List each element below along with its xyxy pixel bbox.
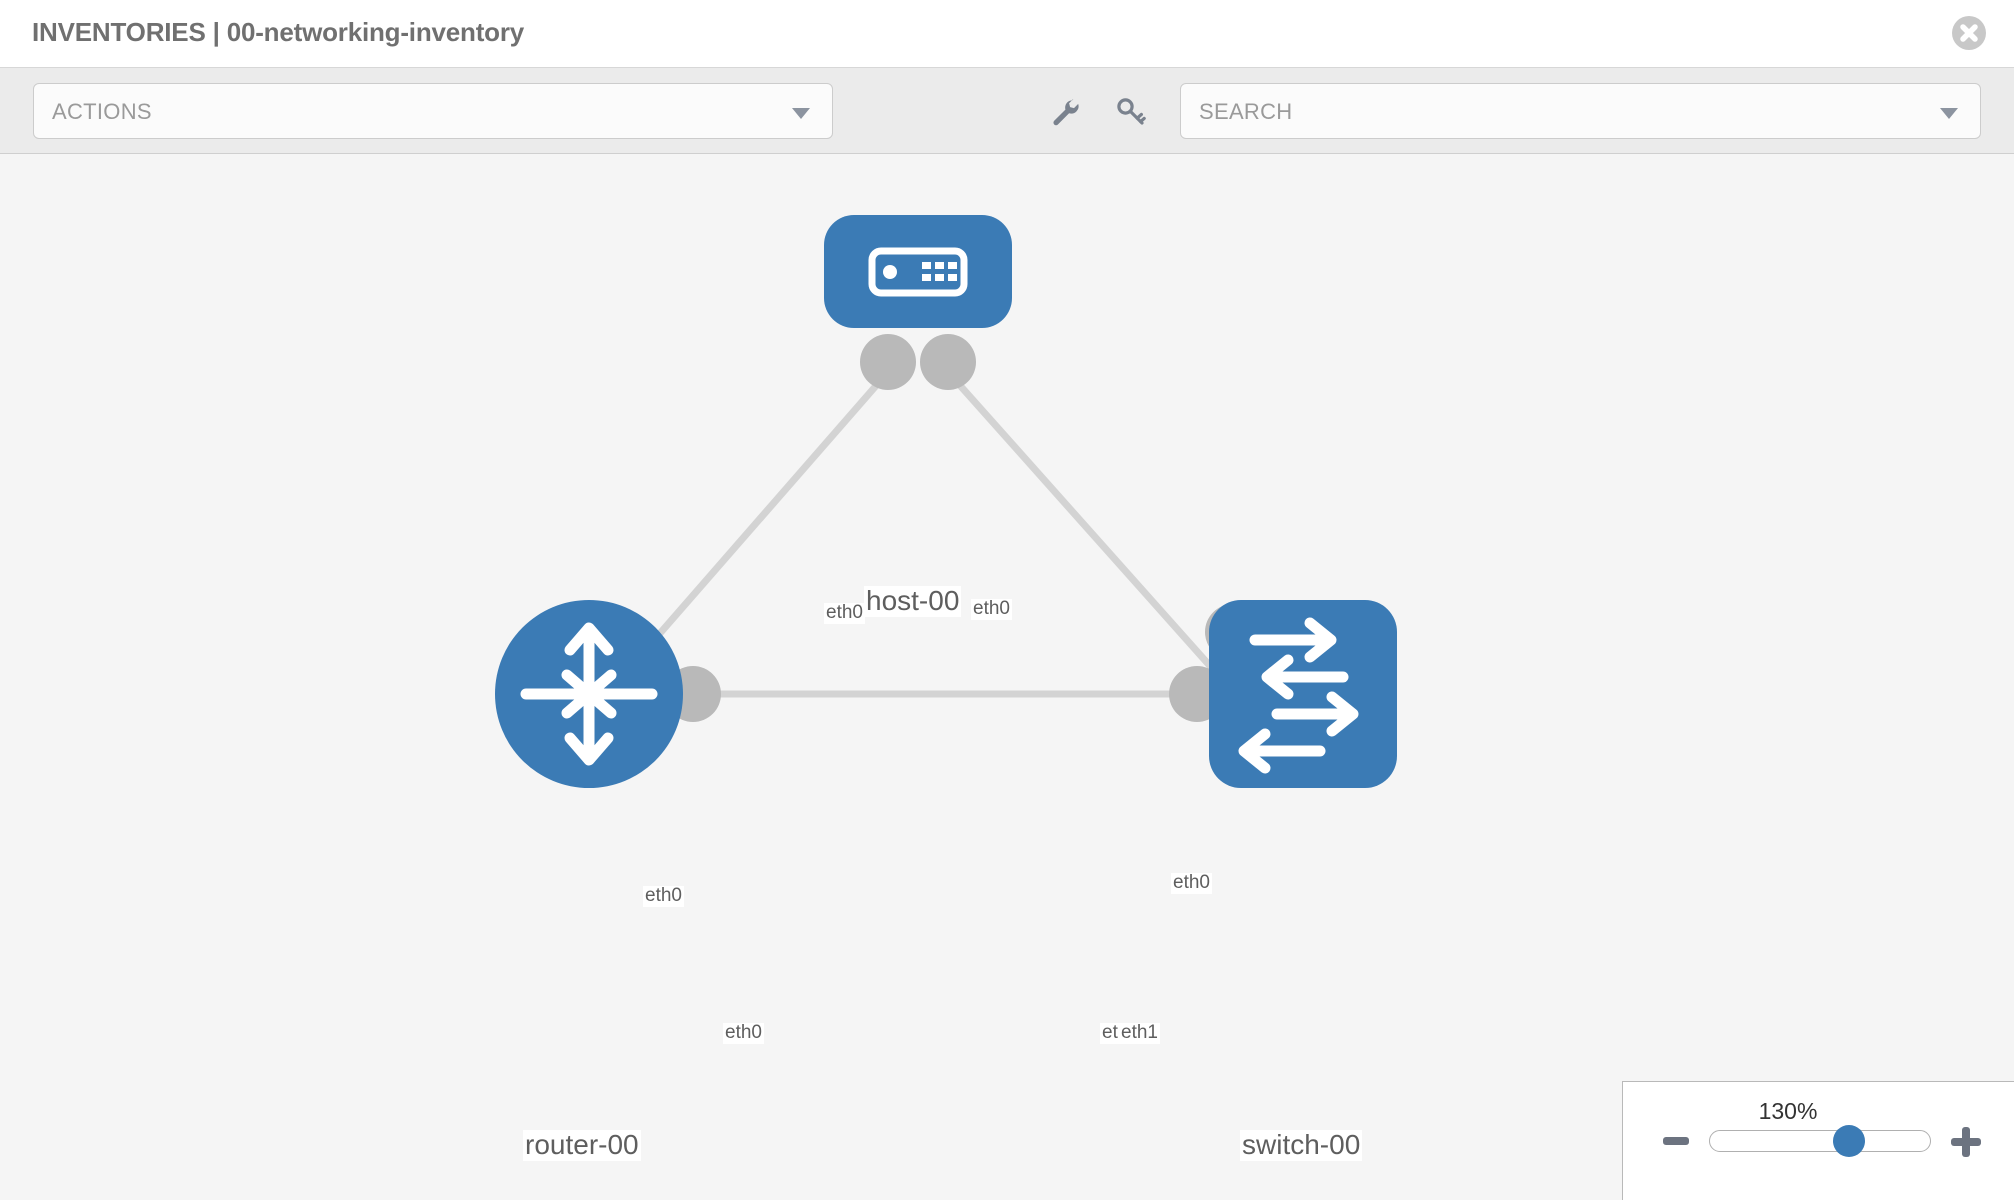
topology-edges (600, 369, 1250, 698)
search-placeholder: SEARCH (1199, 99, 1293, 124)
toolbar: ACTIONS SEARCH (0, 68, 2014, 154)
zoom-slider-track[interactable] (1709, 1125, 1931, 1157)
actions-dropdown-label: ACTIONS (52, 99, 152, 124)
chevron-down-icon (792, 108, 810, 119)
zoom-out-button[interactable] (1663, 1137, 1689, 1145)
switch-left-iface-label-b: eth1 (1119, 1022, 1160, 1044)
router-right-iface-label: eth0 (723, 1022, 764, 1044)
server-icon (868, 247, 968, 297)
page-title: INVENTORIES | 00-networking-inventory (32, 17, 525, 47)
switch-arrows-icon (1238, 617, 1359, 774)
search-input[interactable]: SEARCH (1180, 83, 1981, 139)
zoom-in-button[interactable] (1951, 1127, 1981, 1157)
node-host-00[interactable] (824, 215, 1012, 328)
node-router-00[interactable] (495, 600, 683, 788)
host-right-iface-label: eth0 (971, 598, 1012, 620)
close-icon[interactable] (1952, 16, 1986, 50)
socket-host-right (920, 334, 976, 390)
switch-up-iface-label: eth0 (1171, 872, 1212, 894)
topology-canvas[interactable]: eth0 eth0 eth0 eth0 eth0 eth eth1 host-0… (0, 154, 2014, 1200)
topology-sockets (582, 334, 1261, 722)
router-arrows-icon (520, 622, 658, 766)
host-left-iface-label: eth0 (824, 602, 865, 624)
edge-host-switch (945, 369, 1238, 697)
router-node-label: router-00 (523, 1129, 641, 1161)
router-up-iface-label: eth0 (643, 885, 684, 907)
zoom-control-panel: 130% (1622, 1081, 2014, 1200)
socket-host-left (860, 334, 916, 390)
zoom-level-value: 130% (1758, 1098, 1818, 1124)
page-header: INVENTORIES | 00-networking-inventory (0, 0, 2014, 68)
zoom-slider-handle[interactable] (1832, 1125, 1865, 1157)
node-switch-00[interactable] (1209, 600, 1397, 788)
host-node-label: host-00 (864, 585, 962, 617)
key-icon[interactable] (1115, 96, 1147, 128)
chevron-down-icon[interactable] (1940, 108, 1958, 119)
actions-dropdown[interactable]: ACTIONS (33, 83, 833, 139)
topology-graph (495, 215, 1397, 788)
wrench-icon[interactable] (1049, 96, 1081, 128)
switch-node-label: switch-00 (1240, 1129, 1363, 1161)
